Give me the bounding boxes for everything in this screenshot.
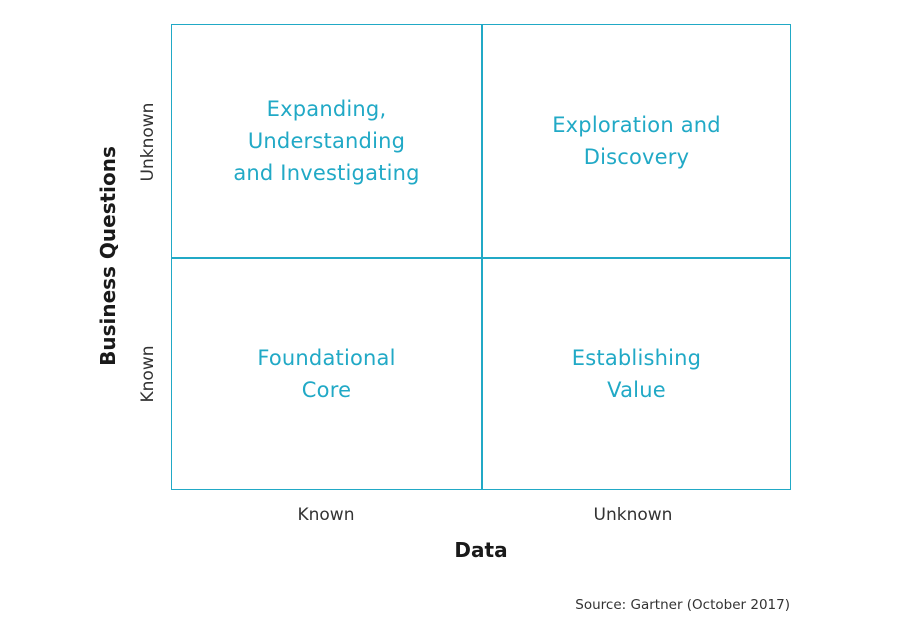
quadrant-bottom-right-label: Establishing Value — [571, 346, 702, 402]
quadrant-bottom-left-label: Foundational Core — [257, 346, 396, 402]
quadrant-top-right: Exploration and Discovery — [482, 25, 791, 257]
y-axis-tick-unknown: Unknown — [138, 102, 158, 182]
quadrant-bottom-right: Establishing Value — [482, 258, 791, 490]
quadrant-top-left-label: Expanding, Understanding and Investigati… — [233, 97, 420, 185]
source-note: Source: Gartner (October 2017) — [575, 597, 790, 613]
y-axis-tick-known: Known — [138, 345, 158, 403]
x-axis-tick-unknown: Unknown — [593, 505, 673, 525]
quadrant-top-left: Expanding, Understanding and Investigati… — [172, 25, 481, 257]
x-axis-tick-known: Known — [297, 505, 355, 525]
quadrant-top-right-label: Exploration and Discovery — [552, 113, 721, 169]
x-axis-title: Data — [454, 538, 508, 562]
y-axis-title: Business Questions — [96, 146, 120, 366]
horizontal-divider — [172, 257, 790, 259]
quadrant-bottom-left: Foundational Core — [172, 258, 481, 490]
quadrant-matrix: Expanding, Understanding and Investigati… — [171, 24, 791, 490]
